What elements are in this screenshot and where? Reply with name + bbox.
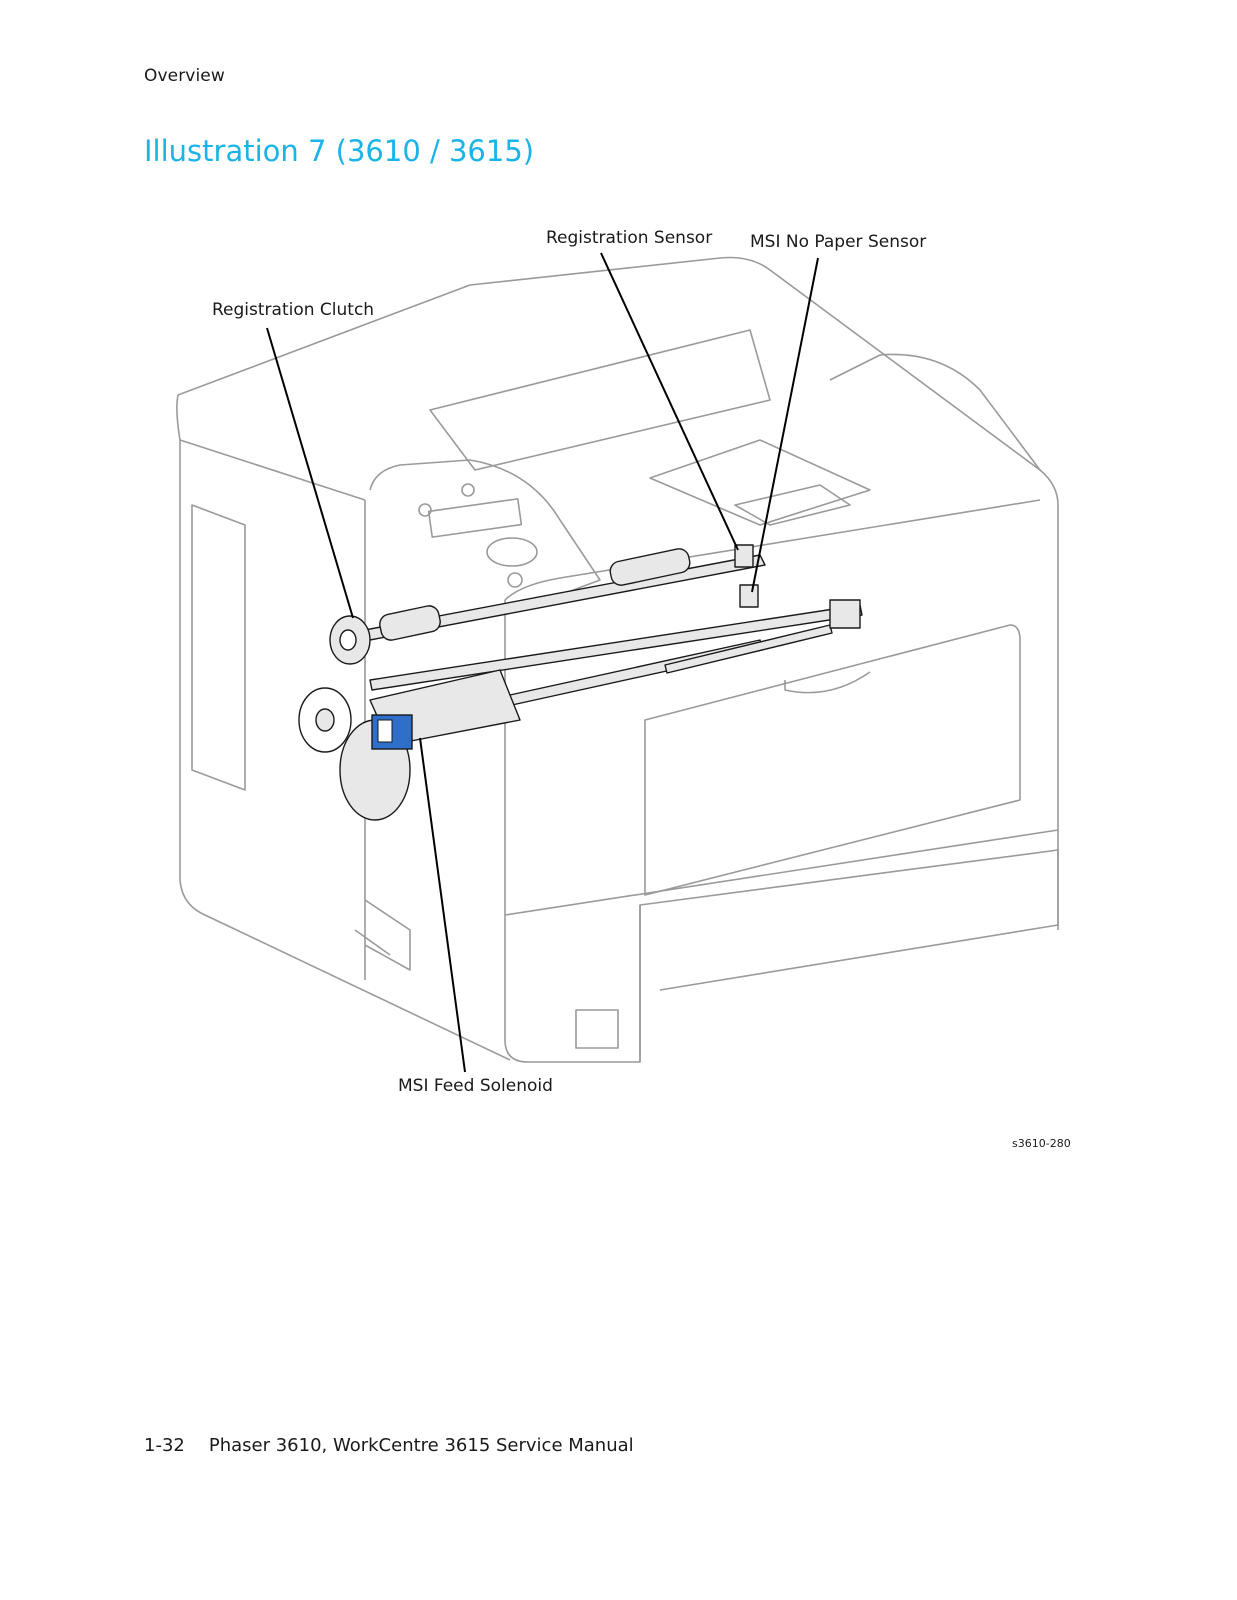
callout-registration-clutch: Registration Clutch [212,300,375,320]
msi-tray [644,624,1021,896]
leader-registration-clutch [266,327,354,619]
page-footer: 1-32 Phaser 3610, WorkCentre 3615 Service… [144,1435,634,1456]
printer-left-side [179,439,366,501]
printer-front-face [504,600,641,1063]
leader-msi-feed-solenoid [419,737,466,1073]
leader-msi-no-paper-sensor [751,257,819,593]
page-number: 1-32 [144,1435,185,1456]
printer-top [177,256,1059,930]
control-panel [369,459,601,611]
printer-illustration [176,252,1059,1073]
figure-id: s3610-280 [1012,1137,1071,1150]
callout-registration-sensor: Registration Sensor [546,228,713,248]
feed-shaft [369,604,863,691]
page-title: Illustration 7 (3610 / 3615) [144,134,535,168]
registration-sensor-part [734,544,754,568]
msi-no-paper-sensor-part [739,584,759,608]
callout-msi-no-paper-sensor: MSI No Paper Sensor [750,232,927,252]
leader-registration-sensor [600,252,739,551]
callout-msi-feed-solenoid: MSI Feed Solenoid [398,1076,553,1096]
manual-title: Phaser 3610, WorkCentre 3615 Service Man… [208,1435,634,1456]
section-header: Overview [144,66,225,86]
